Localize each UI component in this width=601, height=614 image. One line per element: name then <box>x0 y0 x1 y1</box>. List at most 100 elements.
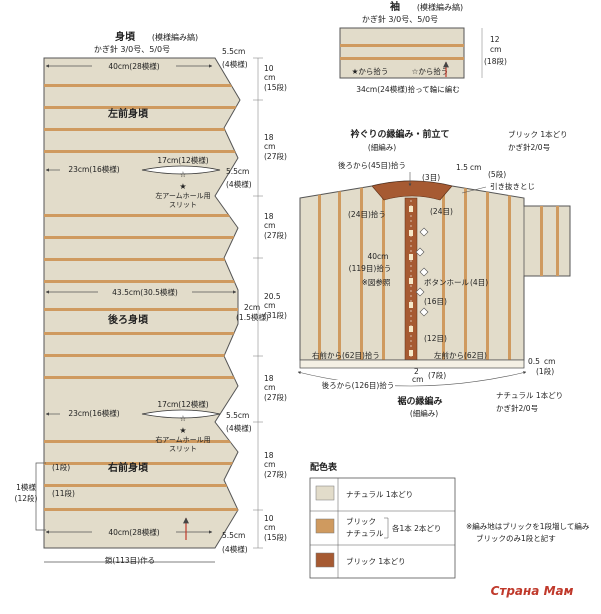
body-stripe <box>44 376 240 379</box>
body-stripe <box>44 258 240 261</box>
back-side-rows: (1.5模様) <box>236 312 269 322</box>
arm2-star-solid: ★ <box>179 426 186 435</box>
body-stripe <box>44 236 240 239</box>
body-stripe <box>44 440 240 443</box>
legend-mix-2: ナチュラル <box>346 529 384 538</box>
vdim-h3-1: cm <box>264 221 275 230</box>
collar-d24a: (24目)拾う <box>348 209 386 219</box>
vdim-h6-0: 18 <box>264 451 274 460</box>
button-hole <box>409 206 413 212</box>
body-stripe <box>44 354 240 357</box>
hem-band <box>299 359 525 369</box>
arm2-star-open: ☆ <box>179 414 186 423</box>
button-hole <box>409 326 413 332</box>
cardigan-stripe <box>540 181 543 360</box>
vdim-h2-0: 18 <box>264 133 274 142</box>
diamond-markers <box>415 227 429 317</box>
sleeve-pick-1: ★から拾う <box>352 66 389 76</box>
sleeve-title: 袖 <box>389 0 400 13</box>
hem-hook: かぎ針2/0号 <box>496 403 538 413</box>
sleeve-stripe-1 <box>340 44 464 47</box>
vdim-h4-0: 20.5 <box>264 292 281 301</box>
arm1-slit <box>141 165 221 175</box>
arm1-note: 5.5cm <box>226 167 249 176</box>
vdim-h7-0: 10 <box>264 514 274 523</box>
arm2-width: 23cm(16模様) <box>68 408 119 418</box>
collar-title: 衿ぐりの縁編み・前立て <box>350 128 449 140</box>
right-front-label: 右前身頃 <box>107 461 149 474</box>
arm2-rows: (4模様) <box>226 423 252 433</box>
button-hole <box>409 302 413 308</box>
sleeve-pick-2: ☆から拾う <box>412 66 449 76</box>
cardigan-stripe <box>318 181 321 360</box>
button-holes <box>409 206 413 356</box>
pull-leader <box>461 186 487 194</box>
vdim-h6-2: (27段) <box>264 469 287 479</box>
cardigan-stripe <box>442 181 445 360</box>
swatch-mix <box>315 518 335 534</box>
back-side: 2cm <box>244 303 260 312</box>
watermark: Страна Мам <box>491 584 574 598</box>
diamond-marker <box>415 247 425 257</box>
vdim-h1-0: 10 <box>264 64 274 73</box>
body-stripe <box>44 484 240 487</box>
vdim-h5-1: cm <box>264 383 275 392</box>
side-block-rows: (12段) <box>15 493 38 503</box>
arm2-slit-label: スリット <box>169 445 197 453</box>
bottom-width-label: 40cm(28模様) <box>108 527 159 537</box>
top-width-bg <box>92 61 176 71</box>
front-ref: ※図参照 <box>362 277 391 287</box>
cardigan-stripe <box>464 181 467 360</box>
vdim-h7-1: cm <box>264 523 275 532</box>
arm2-width-b: 17cm(12模様) <box>157 399 208 409</box>
body-stripes <box>44 84 240 511</box>
collar-d24b: (24目) <box>430 207 453 216</box>
collar-d1-cm: cm <box>470 163 481 172</box>
hem-d05: 0.5 <box>528 357 540 366</box>
back-label: 後ろ身頃 <box>108 313 149 326</box>
body-stitch: (模様編み縞) <box>152 32 198 42</box>
collar-back-pick: 後ろから(45目)拾う <box>338 160 406 170</box>
body-stripe <box>44 150 240 153</box>
sleeve-hook: かぎ針 3/0号、5/0号 <box>362 14 438 24</box>
collar-pull: 引き抜きとじ <box>490 181 535 191</box>
bottom-width-bg <box>92 527 176 537</box>
sleeve-panel: 袖 (模様編み縞) かぎ針 3/0号、5/0号 ★から拾う ☆から拾う 12 c… <box>338 0 507 94</box>
sleeve-width-label: 34cm(24模様)拾って輪に編む <box>356 84 460 94</box>
vdim-h5-2: (27段) <box>264 392 287 402</box>
body-stripe <box>44 462 240 465</box>
side-block-label: 1模様 <box>16 482 36 492</box>
front-pick: (119目)拾う <box>349 263 392 273</box>
body-stripe <box>44 280 240 283</box>
body-panel-shape <box>43 57 241 549</box>
legend-brick: ブリック 1本どり <box>346 556 406 566</box>
right-pick: 右前から(62目)拾う <box>312 350 380 360</box>
legend-mix-bracket <box>384 517 389 539</box>
cardigan-stripes <box>318 181 559 360</box>
arm1-width: 23cm(16模様) <box>68 164 119 174</box>
front-height: 40cm <box>368 252 389 261</box>
cardigan-stripe <box>486 181 489 360</box>
back-width-bg <box>98 287 192 297</box>
vdim-h1-2: (15段) <box>264 82 287 92</box>
button-d16: (16目) <box>424 297 447 306</box>
hem-pick: 後ろから(126目)拾う <box>322 380 395 390</box>
cardigan-view: 衿ぐりの縁編み・前立て (細編み) ブリック 1本どり かぎ針2/0号 後ろから… <box>297 128 571 418</box>
top-note-rows: (4模様) <box>222 59 248 69</box>
cardigan-stripe <box>508 181 511 360</box>
swatch-brick <box>315 552 335 568</box>
body-stripe <box>44 128 240 131</box>
diamond-marker <box>419 307 429 317</box>
body-panel: 身頃 (模様編み縞) かぎ針 3/0号、5/0号 40cm(28模様) 5.5c… <box>15 30 287 565</box>
arm1-rows: (4模様) <box>226 179 252 189</box>
arm1-star-solid: ★ <box>179 182 186 191</box>
arm1-width-b: 17cm(12模様) <box>157 155 208 165</box>
collar-yarn: ブリック 1本どり <box>508 129 568 139</box>
button-hole <box>409 254 413 260</box>
arm2-slit <box>141 409 221 419</box>
row11-label: (11段) <box>52 488 75 498</box>
collar-band <box>371 180 453 201</box>
collar-d1-rows: (5段) <box>488 169 506 179</box>
vdim-h5-0: 18 <box>264 374 274 383</box>
arm1-slit-label: スリット <box>169 201 197 209</box>
